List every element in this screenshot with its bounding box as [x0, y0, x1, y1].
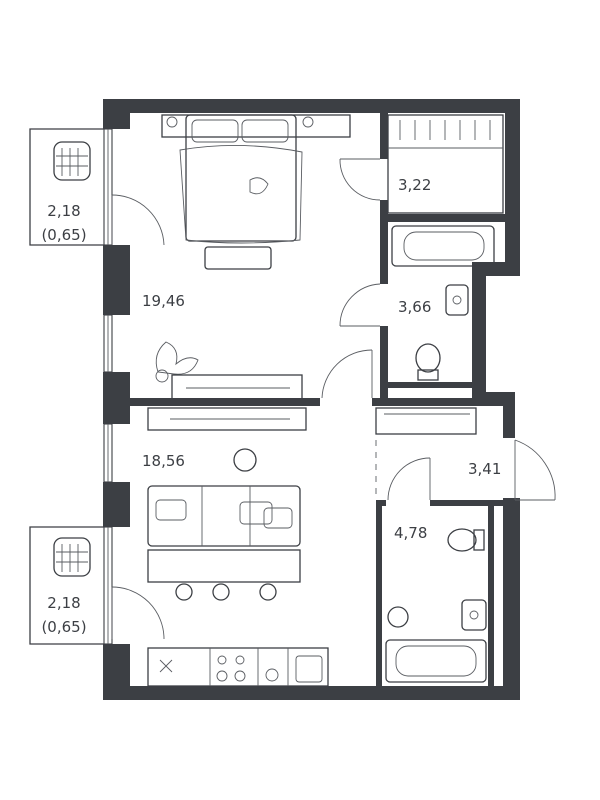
bed-icon: [179, 114, 303, 244]
toilet-icon: [415, 343, 441, 381]
kitchen-sink-icon: [295, 655, 323, 683]
sink-icon: [461, 599, 487, 631]
balcony-bottom-area: 2,18: [47, 594, 80, 612]
wardrobe-area: 3,22: [398, 176, 431, 194]
balcony-bottom-reduced-area: (0,65): [41, 618, 86, 636]
interior-walls: [130, 113, 510, 686]
bathtub-icon: [385, 639, 487, 683]
chair-icon: [175, 583, 193, 601]
sofa-icon: [147, 485, 301, 547]
hallway-area: 3,41: [468, 460, 501, 478]
stove-icon: [216, 655, 246, 682]
chair-icon: [212, 583, 230, 601]
laundry-basket-icon: [53, 141, 91, 181]
chair-icon: [259, 583, 277, 601]
toilet-icon: [447, 528, 485, 552]
windows: [103, 128, 113, 645]
bedroom-furniture: [155, 114, 351, 400]
bedroom-door: [321, 349, 373, 399]
washing-machine-icon: [387, 606, 409, 628]
balcony-bottom: [29, 526, 165, 645]
entrance-door: [514, 439, 556, 501]
bathroom-bottom-door: [387, 457, 431, 501]
bathtub-icon: [391, 225, 495, 267]
bathroom-top: [339, 225, 495, 381]
balcony-top-reduced-area: (0,65): [41, 226, 86, 244]
bathroom-bottom: [385, 528, 487, 683]
tap-icon: [265, 668, 279, 682]
outer-walls: [103, 99, 520, 700]
bedroom-area: 19,46: [142, 292, 185, 310]
plant-icon: [233, 448, 257, 472]
area-labels: 2,18 (0,65) 19,46 3,22 3,66 18,56 3,41 4…: [41, 176, 501, 636]
living-kitchen-area: 18,56: [142, 452, 185, 470]
balcony-top: [29, 128, 165, 246]
bathroom-top-area: 3,66: [398, 298, 431, 316]
wardrobe: [339, 114, 504, 214]
living-furniture: [147, 407, 307, 601]
hallway: [375, 407, 556, 501]
plant-icon: [155, 341, 199, 383]
bathroom-bottom-area: 4,78: [394, 524, 427, 542]
sink-icon: [445, 284, 469, 316]
laundry-basket-icon: [53, 537, 91, 577]
balcony-top-area: 2,18: [47, 202, 80, 220]
kitchen-counter: [147, 647, 329, 687]
